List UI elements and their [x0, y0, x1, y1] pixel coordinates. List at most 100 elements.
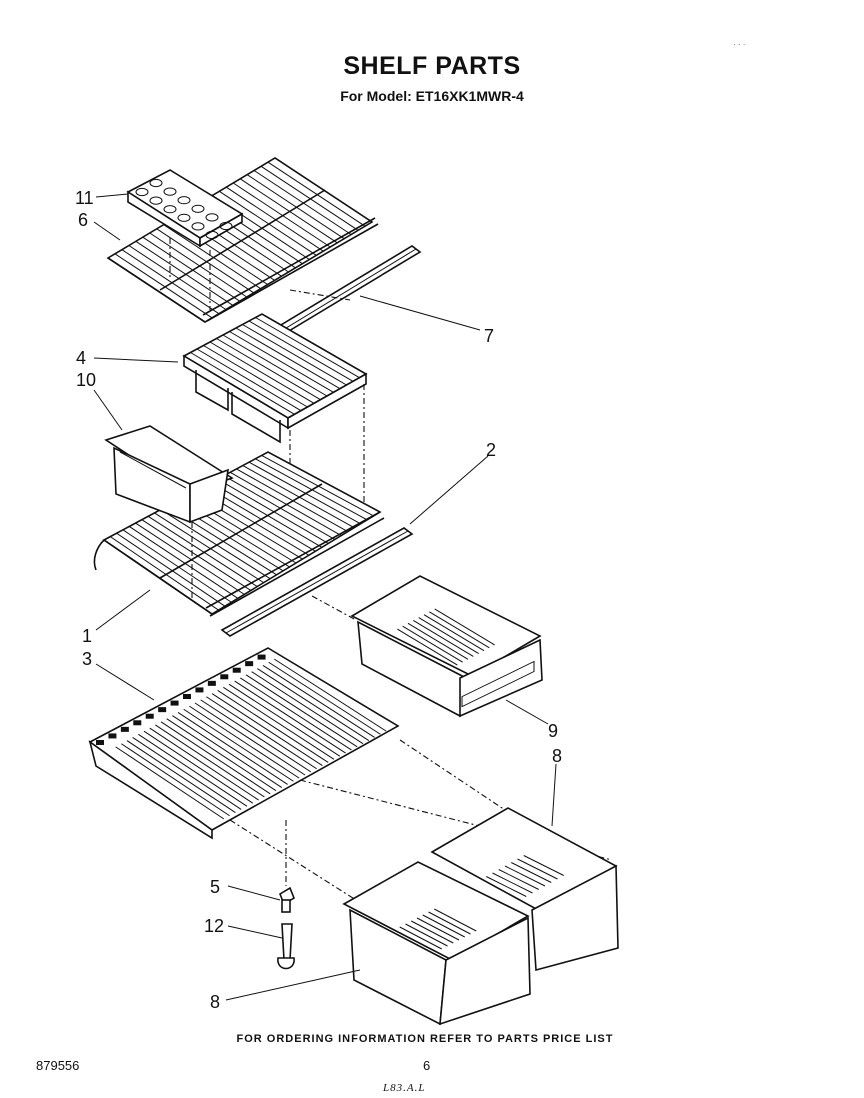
corner-dots: · · ·: [733, 40, 746, 49]
hatch-line: [234, 680, 346, 754]
ice-cup: [135, 187, 149, 197]
cover-slot: [133, 720, 142, 726]
hatch-line: [228, 683, 341, 757]
hatch-line: [116, 532, 226, 607]
hatch-line: [166, 718, 277, 792]
middle-wire-shelf: [93, 451, 385, 617]
hatch-line: [210, 482, 323, 548]
document-number: 879556: [36, 1058, 80, 1073]
shelf-rail-2: [220, 527, 414, 637]
hatch-line: [217, 478, 329, 544]
callout-7: 7: [484, 326, 494, 346]
hatch-line: [154, 512, 264, 584]
hatch-line: [115, 746, 225, 820]
hatch-line: [411, 920, 454, 944]
cover-slot: [232, 667, 241, 673]
rail-dash: [289, 289, 351, 301]
support-post-12: [277, 923, 295, 970]
hatch-line: [141, 519, 252, 591]
cover-dash-2: [229, 819, 357, 901]
hatch-line: [255, 317, 360, 379]
top-wire-shelf: [106, 157, 379, 323]
hatch-line: [196, 348, 302, 412]
hatch-line: [149, 232, 248, 298]
hatch-line: [267, 161, 366, 227]
hatch-line: [251, 671, 364, 745]
hatch-line: [255, 458, 368, 521]
hatch-line: [236, 468, 348, 533]
hatch-line: [138, 733, 248, 807]
hatch-line: [407, 622, 469, 660]
hatch-line: [206, 696, 317, 770]
hatch-line: [229, 331, 334, 393]
hatch-line: [203, 345, 308, 408]
hatch-line: [399, 926, 442, 950]
ice-cup: [149, 196, 163, 205]
hatch-line: [155, 724, 265, 798]
page-title: SHELF PARTS: [343, 52, 521, 80]
cover-slot: [195, 687, 204, 693]
hatch-line: [216, 338, 321, 401]
hatch-line: [248, 320, 354, 382]
hatch-line: [156, 228, 254, 294]
hatch-line: [110, 536, 219, 611]
hatch-line: [209, 341, 315, 404]
callout-10: 10: [76, 370, 96, 390]
hatch-line: [183, 708, 294, 782]
hatch-line: [160, 509, 271, 580]
hatch-line: [235, 327, 341, 390]
hatch-line: [149, 727, 259, 801]
hatch-line: [177, 711, 288, 785]
crisper-pan-8-rear: [430, 807, 619, 972]
hatch-line: [163, 224, 261, 290]
deli-tray-4: [182, 313, 368, 444]
hatch-line: [121, 249, 220, 315]
hatch-line: [132, 737, 242, 810]
hatch-line: [222, 334, 328, 397]
ice-cup: [191, 204, 205, 213]
callout-2: 2: [486, 440, 496, 460]
hatch-line: [242, 324, 347, 386]
callout-12: 12: [204, 916, 224, 936]
hatch-line: [190, 352, 295, 415]
ice-cube-tray: [126, 169, 244, 248]
ice-cup: [177, 196, 191, 205]
hatch-line: [223, 686, 335, 760]
ice-cup: [219, 221, 233, 231]
hatch-line: [428, 911, 471, 935]
hatch-line: [172, 715, 283, 788]
hatch-line: [523, 855, 564, 876]
ice-cup: [205, 230, 219, 240]
hatch-line: [147, 515, 258, 587]
callout-9: 9: [548, 721, 558, 741]
hatch-line: [504, 865, 546, 887]
hatch-line: [423, 614, 485, 652]
hatch-line: [229, 471, 342, 536]
hatch-line: [418, 617, 479, 654]
callout-11: 11: [75, 188, 94, 208]
cover-slot: [108, 733, 117, 739]
cover-slot: [257, 654, 266, 660]
hatch-line: [268, 661, 381, 735]
ice-cup: [149, 178, 163, 188]
callout-6: 6: [78, 210, 88, 230]
ice-cup: [163, 187, 177, 196]
hatch-line: [253, 170, 352, 235]
hatch-line: [135, 522, 245, 595]
crisper-pan-9: [350, 575, 543, 718]
callout-1: 1: [82, 626, 92, 646]
page-number: 6: [423, 1058, 431, 1073]
hatch-line: [434, 608, 495, 646]
hatch-line: [422, 914, 465, 938]
callout-4: 4: [76, 348, 86, 368]
hatch-line: [262, 664, 375, 738]
crisper-pan-8-front: [342, 861, 531, 1026]
cover-slot: [158, 707, 167, 713]
hatch-line: [232, 182, 331, 248]
cover-slot: [220, 674, 229, 680]
callout-3: 3: [82, 649, 92, 669]
hatch-line: [126, 740, 236, 814]
hatch-line: [128, 245, 227, 310]
ordering-note: FOR ORDERING INFORMATION REFER TO PARTS …: [236, 1033, 614, 1045]
